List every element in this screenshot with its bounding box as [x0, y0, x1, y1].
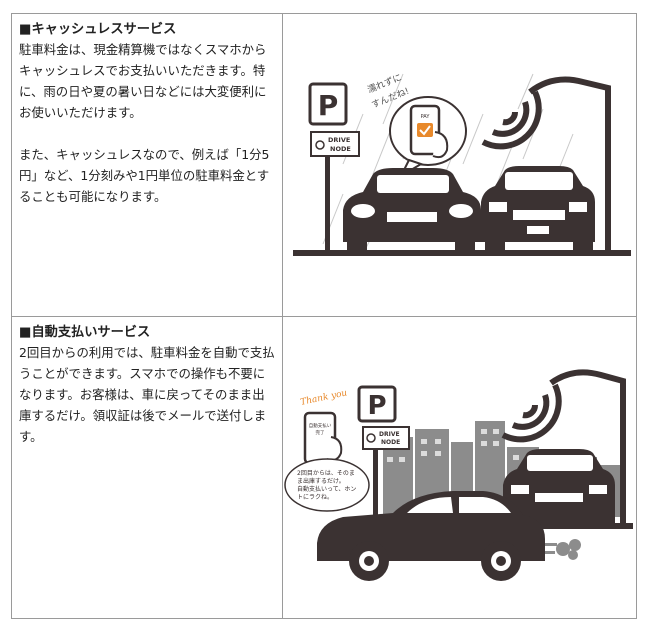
section-paragraph: また、キャッシュレスなので、例えば「1分5円」など、1分刻みや1円単位の駐車料金… — [19, 147, 270, 204]
ground — [293, 250, 631, 256]
thank-you-text: Thank you — [300, 388, 349, 408]
svg-text:自動支払いって、ホン: 自動支払いって、ホン — [297, 485, 356, 493]
checkmark-icon — [417, 123, 433, 137]
wireless-signal-icon — [501, 383, 562, 443]
car-side-icon — [317, 491, 545, 581]
cashless-service-text: ■キャッシュレスサービス 駐車料金は、現金精算機ではなくスマホからキャッシュレス… — [12, 14, 283, 316]
car-front-icon — [503, 449, 615, 523]
svg-text:完了: 完了 — [316, 429, 325, 436]
svg-text:ま出庫するだけ。: ま出庫するだけ。 — [297, 477, 345, 485]
auto-payment-row: ■自動支払いサービス 2回目からの利用では、駐車料金を自動で支払うことができます… — [12, 317, 636, 618]
svg-text:トにラクね。: トにラクね。 — [297, 494, 333, 501]
wireless-signal-icon — [481, 90, 542, 150]
section-paragraph: 2回目からの利用では、駐車料金を自動で支払うことができます。スマホでの操作も不要… — [19, 345, 275, 444]
svg-text:DRIVE: DRIVE — [379, 431, 400, 438]
section-heading: ■自動支払いサービス — [19, 325, 151, 340]
car-front-icon — [481, 166, 595, 252]
svg-text:NODE: NODE — [330, 145, 351, 153]
auto-payment-illustration: Thank you P DRIVE NODE 自動支払い 完了 — [283, 317, 636, 618]
section-heading: ■キャッシュレスサービス — [19, 22, 177, 37]
auto-payment-text: ■自動支払いサービス 2回目からの利用では、駐車料金を自動で支払うことができます… — [12, 317, 283, 618]
phone-bubble: 自動支払い 完了 — [303, 411, 343, 465]
exhaust-puff — [545, 539, 581, 560]
drive-node-label: DRIVE — [328, 136, 350, 144]
lamp-post — [528, 76, 611, 250]
phone-bubble: PAY — [389, 96, 467, 179]
pay-label: PAY — [421, 114, 431, 120]
auto-pay-bubble: 2回目からは、そのま ま出庫するだけ。 自動支払いって、ホン トにラクね。 — [284, 458, 370, 512]
parking-sign-icon: P DRIVE NODE — [357, 385, 410, 519]
cashless-illustration: P DRIVE NODE 濡れずに すんだね! PAY — [283, 14, 636, 316]
service-table: ■キャッシュレスサービス 駐車料金は、現金精算機ではなくスマホからキャッシュレス… — [11, 13, 637, 619]
svg-text:2回目からは、そのま: 2回目からは、そのま — [297, 470, 355, 477]
svg-text:NODE: NODE — [381, 439, 400, 446]
parking-sign-icon: P DRIVE NODE — [308, 82, 360, 250]
svg-text:P: P — [367, 391, 386, 421]
section-paragraph: 駐車料金は、現金精算機ではなくスマホからキャッシュレスでお支払いいただきます。特… — [19, 42, 267, 120]
parking-sign-letter: P — [318, 89, 339, 122]
svg-text:自動支払い: 自動支払い — [309, 422, 332, 429]
car-front-icon — [343, 168, 481, 252]
cashless-service-row: ■キャッシュレスサービス 駐車料金は、現金精算機ではなくスマホからキャッシュレス… — [12, 14, 636, 317]
